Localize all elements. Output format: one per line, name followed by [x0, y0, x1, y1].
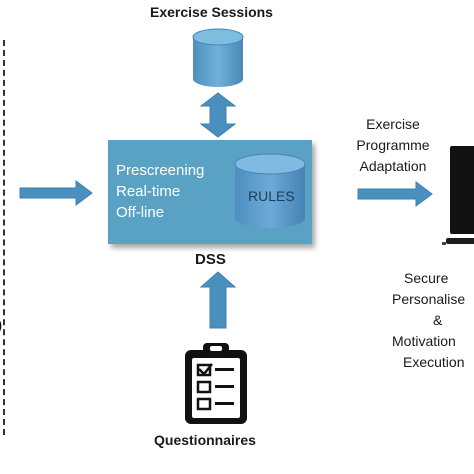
secure-line-5: Execution [403, 354, 465, 370]
exercise-sessions-database-icon [192, 28, 244, 87]
dss-line-off-line: Off-line [116, 204, 165, 221]
incoming-left-arrow [19, 180, 93, 206]
adaptation-line-3: Adaptation [359, 158, 427, 174]
rules-database-icon [234, 153, 306, 228]
secure-line-4: Motivation [392, 333, 456, 349]
adaptation-line-1: Exercise [366, 116, 420, 132]
secure-line-2: Personalise [392, 291, 466, 307]
secure-line-3: & [433, 312, 443, 328]
dss-label: DSS [195, 251, 226, 268]
rules-label: RULES [248, 188, 295, 204]
secure-line-1: Secure [404, 270, 449, 286]
dss-line-prescreening: Prescreening [116, 162, 205, 179]
left-dashed-border [2, 40, 5, 435]
computer-monitor-icon [442, 146, 474, 245]
questionnaires-up-arrow [199, 271, 237, 329]
outgoing-right-arrow [357, 181, 433, 207]
sessions-dss-double-arrow [199, 92, 237, 138]
adaptation-line-2: Programme [356, 137, 430, 153]
left-edge-character: ) [0, 317, 2, 335]
exercise-sessions-label: Exercise Sessions [150, 4, 273, 20]
questionnaires-label: Questionnaires [154, 432, 256, 448]
dss-line-real-time: Real-time [116, 183, 181, 200]
clipboard-checklist-icon [185, 343, 247, 424]
